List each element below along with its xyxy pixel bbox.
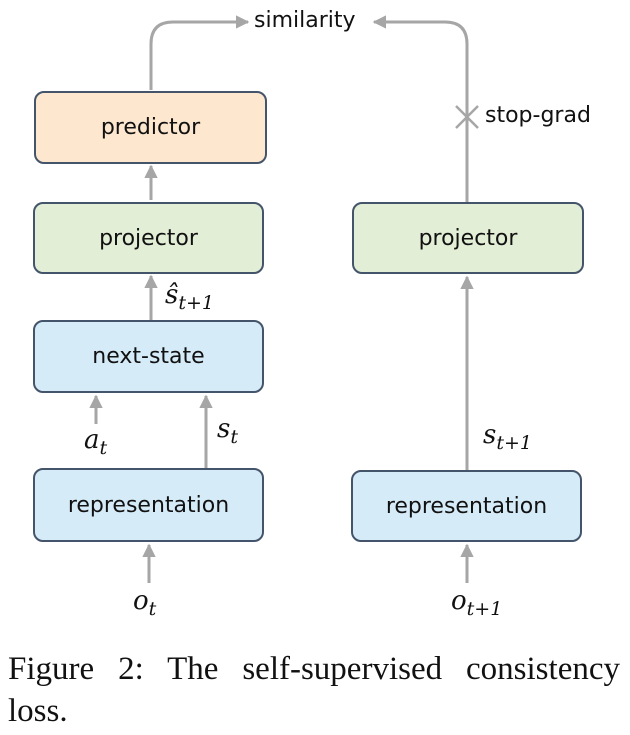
observation-label-left: ot [133, 586, 157, 620]
next-state-box: next-state [33, 320, 264, 393]
arrow-predictor-to-similarity [149, 15, 250, 90]
predicted-state-label: ŝt+1 [165, 280, 214, 314]
arrow-projector-to-similarity [372, 15, 469, 202]
representation-box-left: representation [33, 468, 264, 542]
state-label: st [217, 414, 238, 448]
projector-label-right: projector [418, 225, 518, 251]
representation-label-right: representation [385, 493, 548, 519]
projector-box-right: projector [352, 202, 584, 274]
similarity-label: similarity [254, 8, 356, 33]
stop-grad-label: stop-grad [485, 103, 591, 128]
observation-label-right: ot+1 [451, 586, 503, 620]
predictor-box: predictor [34, 91, 267, 164]
predictor-label: predictor [100, 115, 201, 140]
figure-caption: Figure 2: The self-supervised consistenc… [8, 651, 620, 729]
next-state-value-label: st+1 [483, 420, 532, 454]
action-label: at [84, 425, 108, 459]
stop-grad-cross-icon [455, 105, 479, 129]
next-state-label: next-state [92, 344, 205, 369]
projector-box-left: projector [33, 202, 264, 274]
representation-label-left: representation [67, 492, 230, 518]
projector-label-left: projector [99, 225, 198, 251]
representation-box-right: representation [351, 470, 582, 542]
